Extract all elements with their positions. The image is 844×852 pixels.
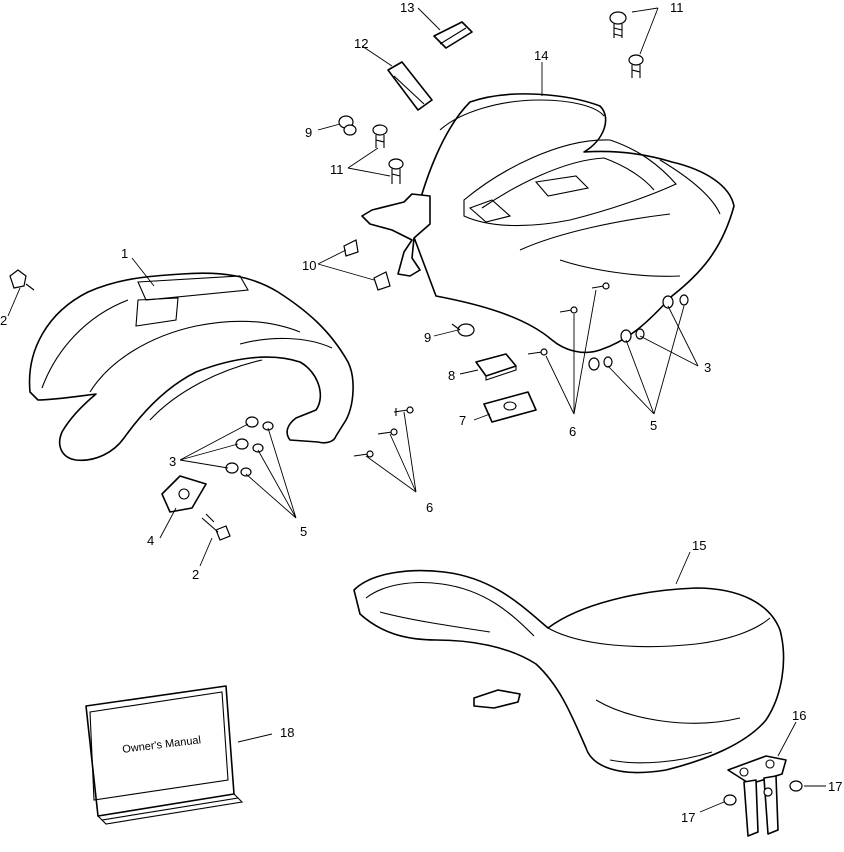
bolt-part-11-upper <box>609 11 644 78</box>
callout-12: 12 <box>354 36 368 51</box>
plate-part-7 <box>483 391 537 423</box>
bracket-part-12 <box>387 61 433 111</box>
callout-14: 14 <box>534 48 548 63</box>
callout-6-rear: 6 <box>569 424 576 439</box>
bolt-part-11-lower <box>372 124 404 184</box>
latch-bracket-part-16 <box>727 755 787 837</box>
callout-6-front: 6 <box>426 500 433 515</box>
screws-front <box>353 406 414 458</box>
callout-11-lower: 11 <box>330 162 344 177</box>
washers-front <box>225 416 274 477</box>
callout-2-upper: 2 <box>0 313 7 328</box>
leader-lines <box>7 7 826 813</box>
rear-fender <box>361 93 735 354</box>
callout-18: 18 <box>280 725 294 740</box>
washers-rear <box>588 294 689 371</box>
pad-part-8 <box>475 353 517 381</box>
clip-part-13 <box>433 21 473 49</box>
seat <box>353 569 785 774</box>
callouts: 1 2 2 3 3 4 5 5 6 6 7 8 9 9 10 11 11 12 … <box>0 0 842 825</box>
plug-part-9-lower <box>451 323 475 337</box>
plate-part-4 <box>161 475 207 513</box>
callout-7: 7 <box>459 413 466 428</box>
callout-4: 4 <box>147 533 154 548</box>
callout-15: 15 <box>692 538 706 553</box>
callout-9-lower: 9 <box>424 330 431 345</box>
callout-17-left: 17 <box>681 810 695 825</box>
callout-8: 8 <box>448 368 455 383</box>
callout-11-upper: 11 <box>670 0 684 15</box>
front-fender <box>28 272 354 462</box>
callout-9-upper: 9 <box>305 125 312 140</box>
bolt-part-2 <box>9 269 231 541</box>
callout-10: 10 <box>302 258 316 273</box>
callout-3-front: 3 <box>169 454 176 469</box>
callout-13: 13 <box>400 0 414 15</box>
callout-1: 1 <box>121 246 128 261</box>
callout-3-rear: 3 <box>704 360 711 375</box>
grommet-part-17 <box>723 780 803 806</box>
callout-5-rear: 5 <box>650 418 657 433</box>
callout-17-right: 17 <box>828 779 842 794</box>
callout-5-front: 5 <box>300 524 307 539</box>
plug-part-9-upper <box>338 115 357 136</box>
owners-manual: Owner's Manual <box>85 685 244 825</box>
callout-2-lower: 2 <box>192 567 199 582</box>
callout-16: 16 <box>792 708 806 723</box>
screws-rear <box>527 282 610 356</box>
nut-part-10 <box>343 239 391 291</box>
